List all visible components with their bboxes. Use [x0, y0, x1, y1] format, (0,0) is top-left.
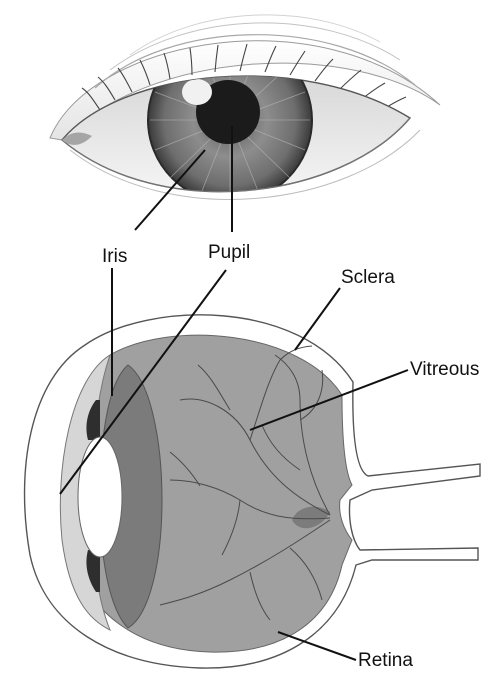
pupil-label: Pupil — [208, 242, 250, 263]
retina-label: Retina — [358, 650, 413, 671]
sclera-leader-line — [295, 288, 340, 350]
external-eye-icon — [50, 15, 440, 202]
vitreous-label: Vitreous — [410, 359, 479, 380]
iris-label: Iris — [102, 246, 127, 267]
sclera-label: Sclera — [341, 267, 395, 288]
